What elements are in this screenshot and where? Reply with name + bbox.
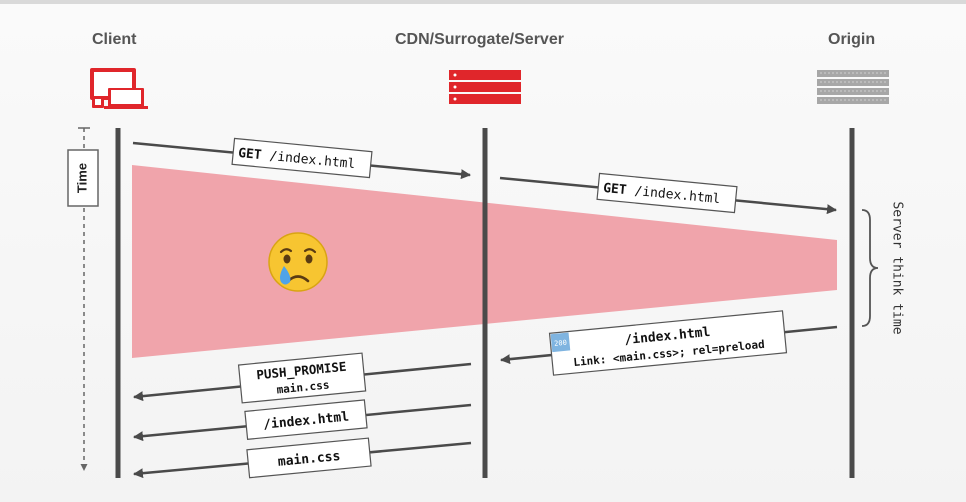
cdn-column-label: CDN/Surrogate/Server [395,31,564,48]
devices-icon [90,68,148,109]
top-strip [0,0,966,4]
origin-column-label: Origin [828,31,876,48]
cdn-get-method-text: GET [602,181,627,198]
css-response-text: main.css [277,449,341,470]
index-response-label-box: /index.html [244,399,368,440]
client-column-label: Client [92,31,137,48]
get-method-text: GET [237,146,262,163]
origin-response-label-box: 200 /index.html Link: <main.css>; rel=pr… [548,310,788,376]
time-label: Time [74,163,89,193]
server-rack-gray-icon [817,70,889,104]
push-promise-file-text: main.css [276,378,330,396]
css-response-label-box: main.css [246,437,372,479]
time-axis: Time [67,127,99,471]
client-get-label-box: GET/index.html [231,137,373,179]
status-badge: 200 [554,339,567,348]
crying-face-icon [268,232,328,292]
cdn-get-label-box: GET/index.html [596,172,738,214]
server-think-brace [861,209,879,327]
push-promise-label-box: PUSH_PROMISE main.css [237,352,367,404]
server-think-label: Server think time [890,201,905,334]
server-rack-icon [449,70,521,104]
